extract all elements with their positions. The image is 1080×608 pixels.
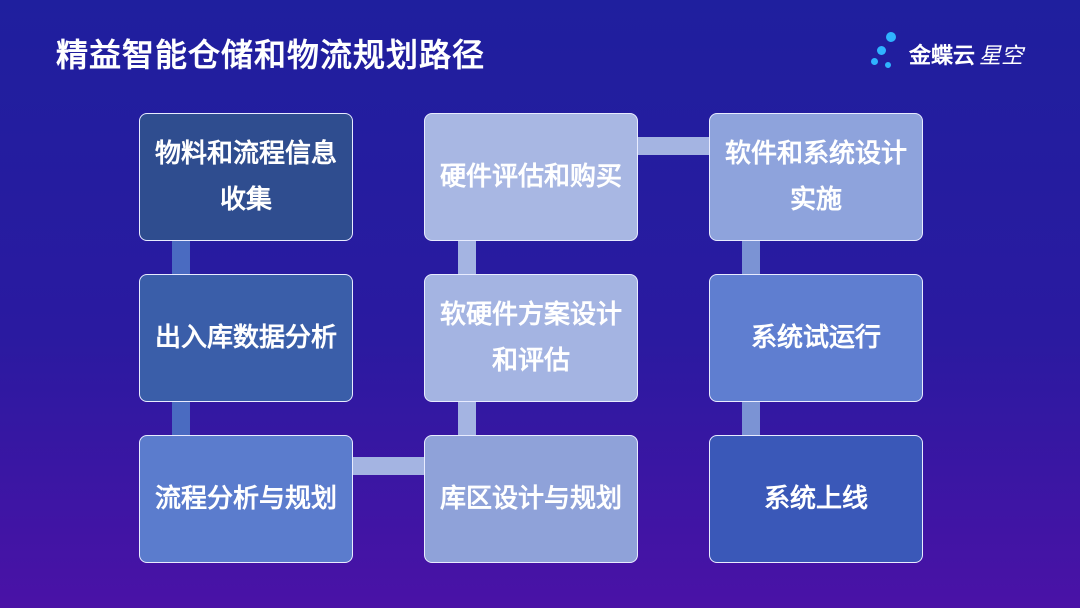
step-material-info-collection: 物料和流程信息收集 xyxy=(139,113,353,241)
logo-dots-icon xyxy=(871,32,911,74)
connector-s2-s3 xyxy=(172,400,190,436)
connector-s6-s7 xyxy=(636,137,710,155)
step-label: 系统上线 xyxy=(763,484,868,514)
connector-s5-s6 xyxy=(458,240,476,276)
connector-s8-s9 xyxy=(742,400,760,436)
step-inout-data-analysis: 出入库数据分析 xyxy=(139,274,353,402)
step-label: 库区设计与规划 xyxy=(439,484,622,514)
step-hardware-purchase: 硬件评估和购买 xyxy=(424,113,638,241)
step-label: 系统试运行 xyxy=(750,323,881,353)
page-title: 精益智能仓储和物流规划路径 xyxy=(56,36,486,74)
connector-s4-s5 xyxy=(458,400,476,436)
step-hw-sw-solution-design: 软硬件方案设计和评估 xyxy=(424,274,638,402)
step-software-implementation: 软件和系统设计实施 xyxy=(709,113,923,241)
logo-text: 金蝶云星空 xyxy=(909,38,1023,70)
step-zone-design: 库区设计与规划 xyxy=(424,435,638,563)
logo-product: 星空 xyxy=(979,44,1024,69)
step-label: 软件和系统设计实施 xyxy=(724,139,907,215)
step-label: 软硬件方案设计和评估 xyxy=(439,300,622,376)
step-label: 硬件评估和购买 xyxy=(439,162,622,192)
step-process-analysis: 流程分析与规划 xyxy=(139,435,353,563)
step-system-go-live: 系统上线 xyxy=(709,435,923,563)
step-label: 出入库数据分析 xyxy=(154,323,337,353)
step-system-trial-run: 系统试运行 xyxy=(709,274,923,402)
logo-brand: 金蝶云 xyxy=(909,44,976,69)
connector-s1-s2 xyxy=(172,240,190,276)
step-label: 物料和流程信息收集 xyxy=(154,139,337,215)
step-label: 流程分析与规划 xyxy=(154,484,337,514)
kingdee-logo: 金蝶云星空 xyxy=(871,32,1046,74)
connector-s3-s4 xyxy=(352,457,426,475)
connector-s7-s8 xyxy=(742,240,760,276)
